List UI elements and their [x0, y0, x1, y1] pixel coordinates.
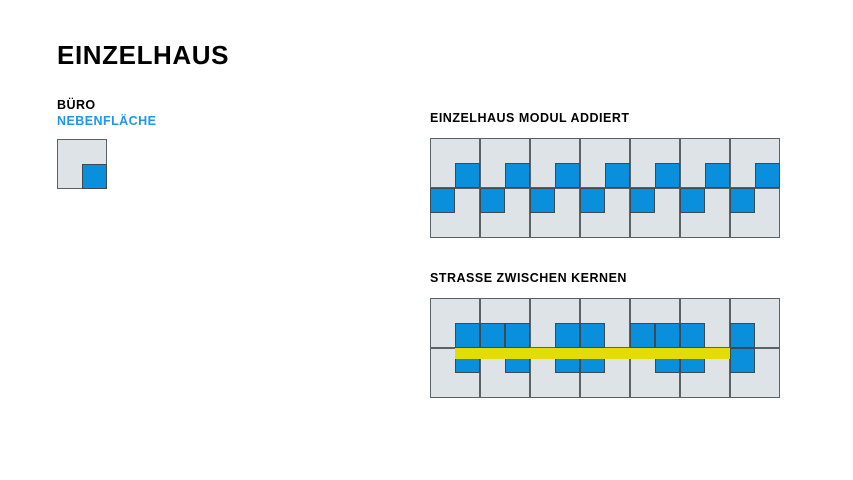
- core-square: [755, 163, 780, 188]
- module-cell: [730, 348, 780, 398]
- core-square: [630, 188, 655, 213]
- core-square: [705, 163, 730, 188]
- core-square: [480, 323, 505, 348]
- core-square: [505, 163, 530, 188]
- core-square: [580, 188, 605, 213]
- core-square: [655, 163, 680, 188]
- legend-label-secondary: NEBENFLÄCHE: [57, 114, 157, 128]
- core-square: [530, 188, 555, 213]
- core-square: [455, 163, 480, 188]
- core-square: [480, 188, 505, 213]
- diagram-einzelhaus-modul-addiert: [430, 138, 780, 238]
- page-title: EINZELHAUS: [57, 40, 230, 70]
- legend-key-core-square: [82, 164, 108, 190]
- core-square: [730, 323, 755, 348]
- core-square: [680, 323, 705, 348]
- core-square: [680, 188, 705, 213]
- section-title-einzelhaus-modul-addiert: EINZELHAUS MODUL ADDIERT: [430, 111, 630, 125]
- legend-label-primary: BÜRO: [57, 98, 96, 112]
- core-square: [555, 163, 580, 188]
- core-square: [555, 323, 580, 348]
- legend-key-module: [57, 139, 108, 190]
- core-square: [455, 323, 480, 348]
- core-square: [730, 188, 755, 213]
- core-square: [655, 323, 680, 348]
- section-title-strasse-zwischen-kernen: STRASSE ZWISCHEN KERNEN: [430, 271, 627, 285]
- core-square: [580, 323, 605, 348]
- core-square: [505, 323, 530, 348]
- core-square: [605, 163, 630, 188]
- core-square: [730, 348, 755, 373]
- core-square: [430, 188, 455, 213]
- street-bar: [455, 348, 730, 359]
- core-square: [630, 323, 655, 348]
